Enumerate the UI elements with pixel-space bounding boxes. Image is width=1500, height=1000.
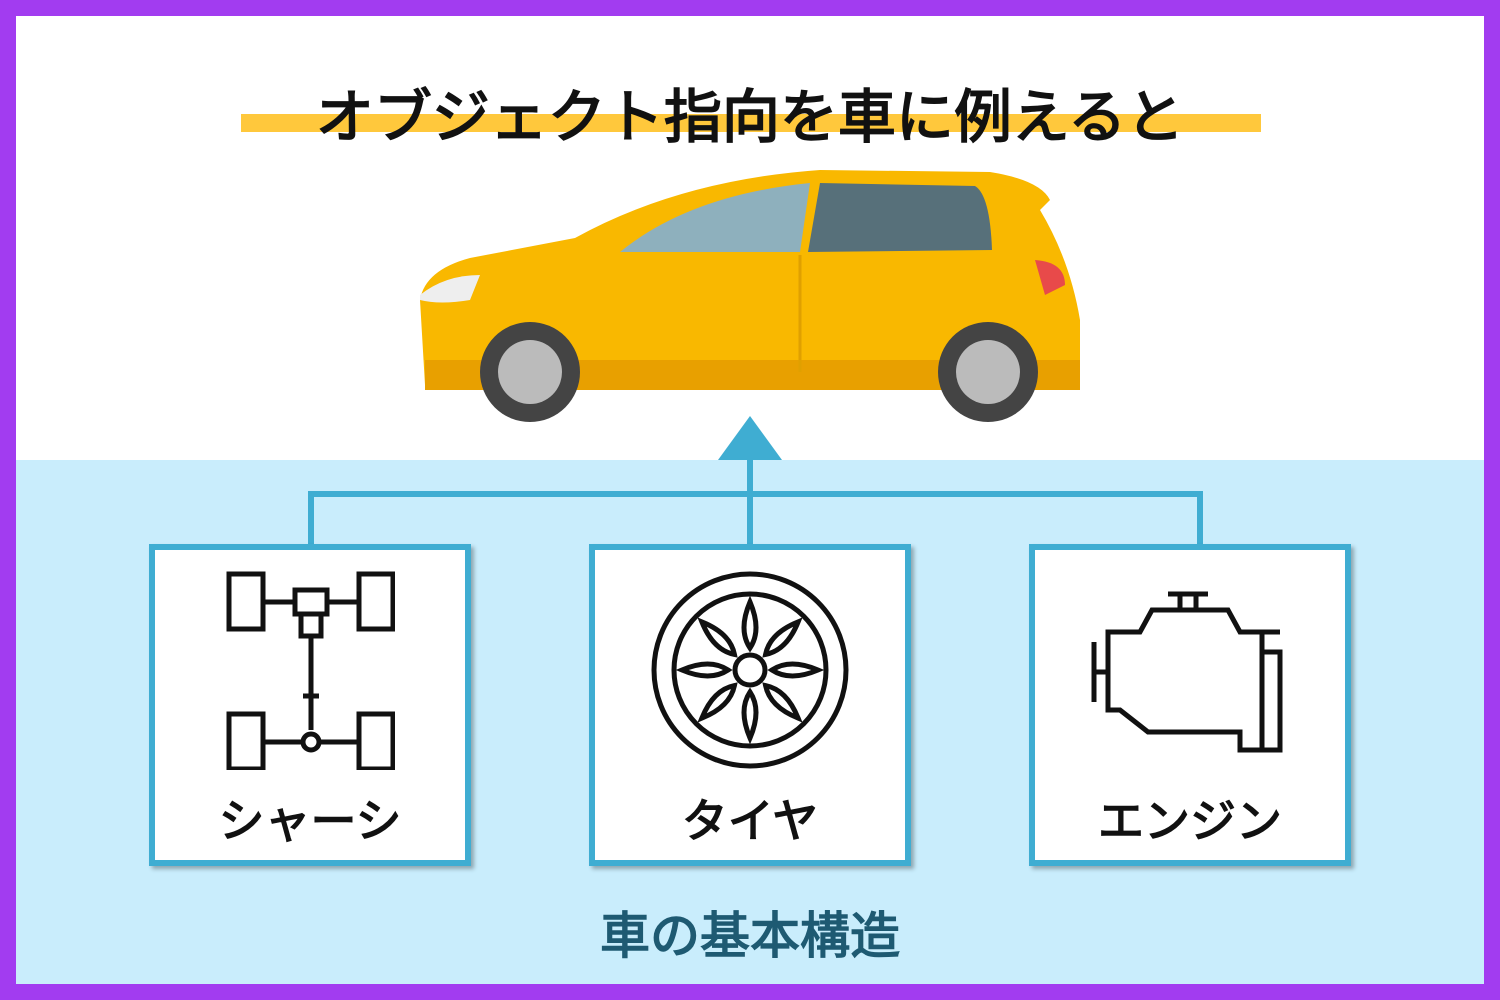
component-label: エンジン: [1098, 794, 1282, 848]
component-label: タイヤ: [681, 794, 819, 848]
engine-icon: [1091, 591, 1283, 753]
component-engine: エンジン: [1029, 544, 1351, 866]
component-chassis: シャーシ: [149, 544, 471, 866]
component-label: シャーシ: [218, 794, 402, 848]
page-title: オブジェクト指向を車に例えると: [315, 83, 1185, 151]
tire-icon: [651, 571, 849, 769]
car-illustration: [420, 170, 1080, 422]
arrow-up-icon: [718, 416, 782, 460]
diagram-caption: 車の基本構造: [600, 907, 900, 965]
chassis-icon: [226, 571, 395, 770]
diagram-canvas: オブジェクト指向を車に例えると シャーシ タイヤ エンジン 車の基本構造: [16, 16, 1484, 984]
component-tire: タイヤ: [589, 544, 911, 866]
title-highlight: [241, 114, 1261, 132]
connector-lines: [308, 170, 1203, 546]
